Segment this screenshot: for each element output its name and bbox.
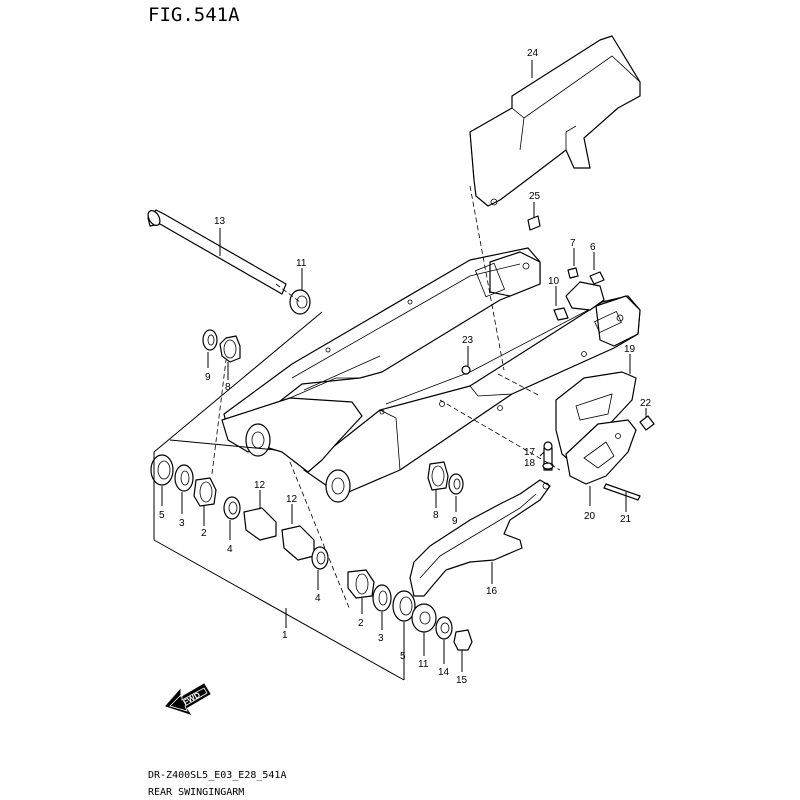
callout-3-right: 3: [378, 633, 384, 644]
pivot-shaft: [147, 209, 287, 295]
chain-slider: [409, 479, 551, 597]
chain-guard: [469, 35, 641, 207]
callout-24: 24: [527, 48, 539, 59]
washer-upper: [289, 289, 311, 315]
callout-23: 23: [462, 335, 474, 346]
callout-17: 17: [524, 447, 536, 458]
bearing-set-right: [427, 461, 464, 495]
callout-5-right: 5: [400, 651, 406, 662]
leader-lines: [161, 60, 647, 672]
callout-13: 13: [214, 216, 226, 227]
callout-22: 22: [640, 398, 652, 409]
callout-25: 25: [529, 191, 541, 202]
callout-5-left: 5: [159, 510, 165, 521]
callout-4-right: 4: [315, 593, 321, 604]
figure-title: FIG.541A: [148, 4, 240, 26]
callout-11-upper: 11: [296, 258, 307, 269]
callout-4-left: 4: [227, 544, 233, 555]
assembly-bracket: [153, 311, 405, 681]
callout-20: 20: [584, 511, 596, 522]
callout-labels: 24 25 13 11 9 8 7 6 10 23 19 22 17 18 5 …: [159, 48, 652, 686]
callout-7: 7: [570, 238, 576, 249]
callout-1: 1: [282, 630, 288, 641]
alignment-lines: [211, 185, 561, 611]
callout-15: 15: [456, 675, 468, 686]
callout-6: 6: [590, 242, 596, 253]
diagram-caption: REAR SWINGINGARM: [148, 787, 244, 798]
callout-14: 14: [438, 667, 450, 678]
callout-3-left: 3: [179, 518, 185, 529]
callout-19: 19: [624, 344, 636, 355]
swingarm-body: [221, 247, 641, 503]
bearing-set-left-upper: [202, 329, 241, 363]
forward-arrow-icon: FWD: [165, 683, 211, 715]
callout-18: 18: [524, 458, 536, 469]
chain-guide: [555, 371, 637, 485]
callout-9-upper: 9: [205, 372, 211, 383]
lower-bearing-stack: [150, 454, 416, 622]
callout-10: 10: [548, 276, 560, 287]
callout-11-lower: 11: [418, 659, 429, 670]
pivot-nut-set: [411, 603, 473, 651]
callout-9-right: 9: [452, 516, 458, 527]
model-code: DR-Z400SL5_E03_E28_541A: [148, 770, 286, 781]
callout-2-left: 2: [201, 528, 207, 539]
callout-2-right: 2: [358, 618, 364, 629]
callout-21: 21: [620, 514, 632, 525]
callout-12-left: 12: [254, 480, 266, 491]
callout-16: 16: [486, 586, 498, 597]
callout-8-right: 8: [433, 510, 439, 521]
callout-12-right: 12: [286, 494, 298, 505]
callout-8-upper: 8: [225, 382, 231, 393]
